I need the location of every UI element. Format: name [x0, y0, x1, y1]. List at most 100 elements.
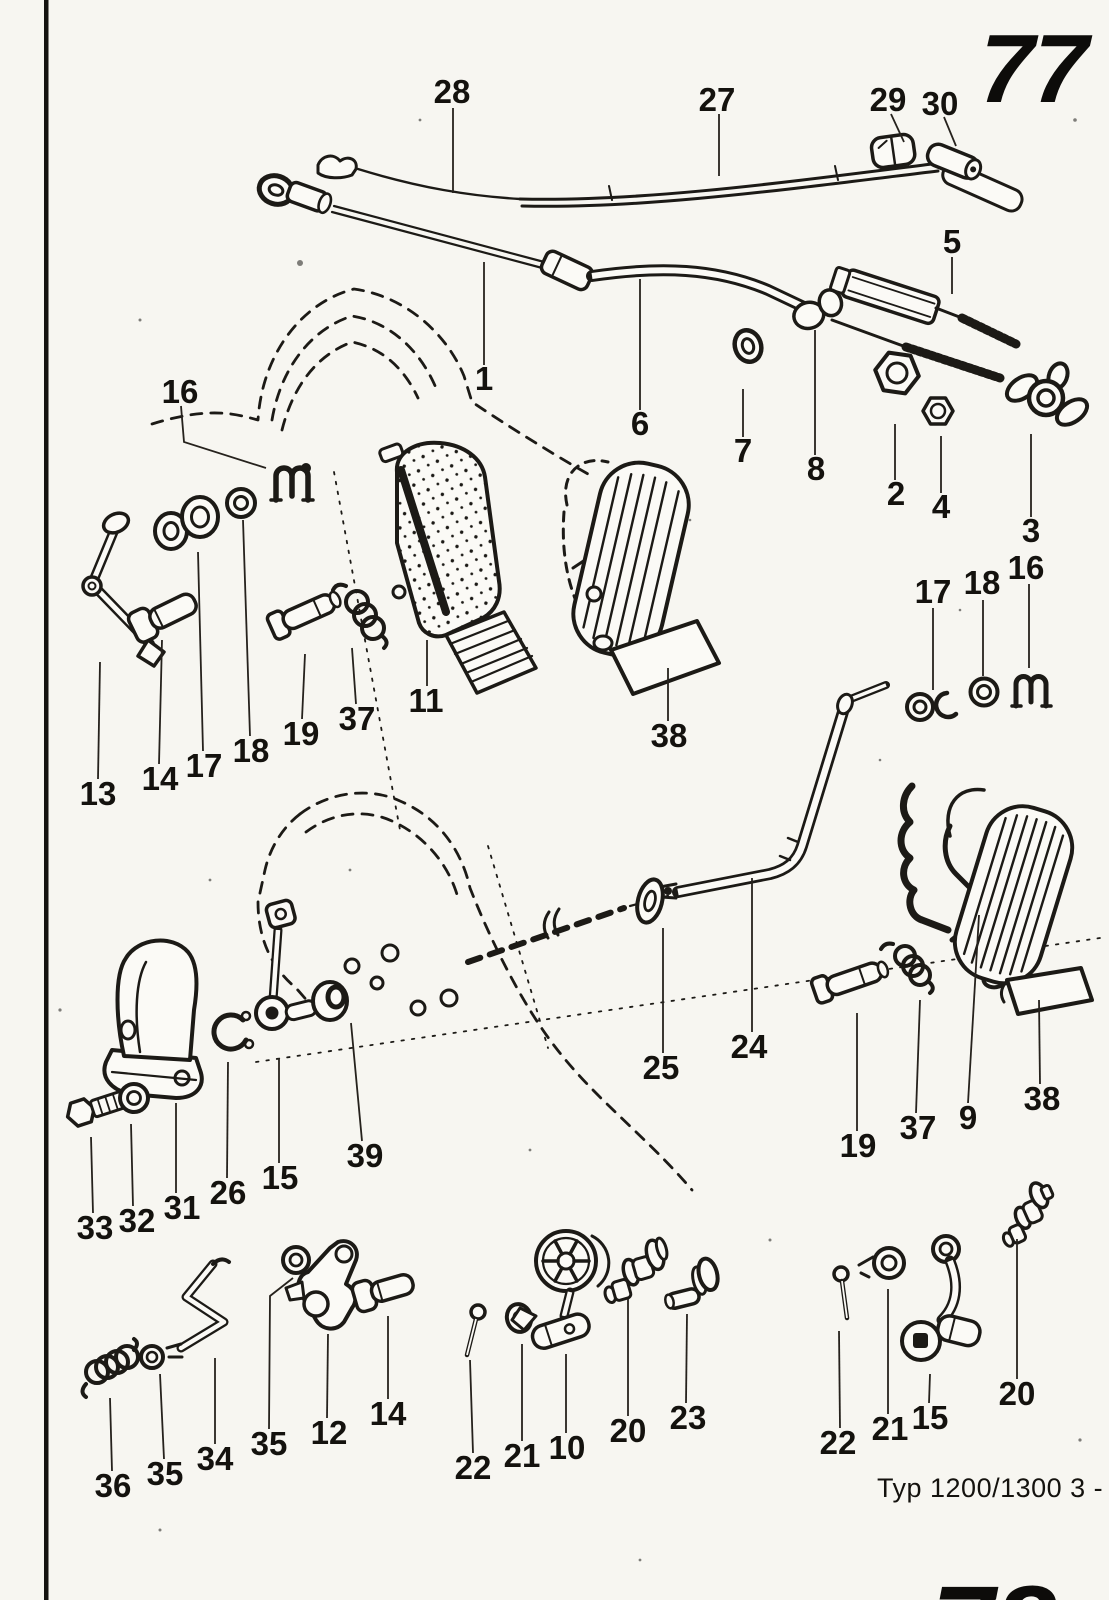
callout-9: 9: [959, 914, 980, 1136]
frame-lever-15-left: [254, 898, 318, 1031]
sleeve-30: [925, 142, 983, 181]
callout-leader-line: [242, 519, 251, 737]
washer-32: [118, 1082, 150, 1114]
callout-label: 33: [77, 1209, 114, 1246]
callout-37: 37: [900, 999, 936, 1146]
wing-nut-3: [1004, 361, 1090, 427]
callout-26: 26: [210, 1061, 247, 1211]
throttle-cable-lower: [256, 173, 1005, 383]
callout-31: 31: [164, 1103, 200, 1226]
callout-label: 25: [643, 1049, 680, 1086]
callout-label: 3: [1022, 512, 1040, 549]
grommet-21-right: [857, 1246, 906, 1280]
pedal-38-upper: [561, 459, 721, 696]
callout-leader-line: [97, 661, 101, 780]
callout-12: 12: [311, 1333, 347, 1451]
spring-37-left: [331, 582, 389, 650]
circlip-26: [211, 1010, 255, 1052]
callout-leader-line: [838, 1330, 841, 1429]
callout-label: 38: [651, 717, 688, 754]
callout-27: 27: [699, 81, 735, 176]
callout-35: 35: [147, 1373, 183, 1492]
next-page-number-partial: 78: [932, 1563, 1057, 1600]
callout-33: 33: [77, 1136, 114, 1246]
callout-label: 32: [119, 1202, 156, 1239]
washer-17-right: [905, 690, 959, 722]
clip-16-left: [269, 463, 315, 503]
callout-label: 19: [283, 715, 320, 752]
callout-29: 29: [870, 81, 906, 143]
lever-15-right: [900, 1234, 982, 1362]
callout-leader-line: [197, 551, 204, 752]
callout-19: 19: [283, 653, 320, 752]
bolt-14-bottom: [350, 1272, 415, 1314]
callout-label: 21: [872, 1410, 909, 1447]
callout-25: 25: [643, 928, 680, 1086]
callout-14: 14: [142, 639, 179, 797]
callout-label: 6: [631, 405, 649, 442]
callout-15: 15: [262, 1058, 298, 1196]
pin-19-right: [809, 960, 890, 1005]
callout-14: 14: [370, 1316, 407, 1432]
callout-39: 39: [347, 1022, 383, 1174]
callout-leader-line: [469, 1359, 474, 1454]
callout-label: 36: [95, 1467, 132, 1504]
callout-leader-line: [350, 1022, 363, 1142]
callout-36: 36: [95, 1397, 132, 1504]
bolt-23: [664, 1256, 720, 1310]
callout-leader-line: [109, 1397, 113, 1472]
callout-label: 2: [887, 475, 905, 512]
callout-label: 37: [339, 700, 376, 737]
callout-leader-line: [943, 116, 957, 147]
callout-label: 18: [964, 564, 1001, 601]
lever-12: [284, 1239, 359, 1331]
callout-38: 38: [651, 668, 688, 754]
page-number: 77: [978, 14, 1094, 123]
callout-leader-line: [130, 1123, 134, 1207]
cotter-pin-22-left: [464, 1303, 487, 1358]
callout-5: 5: [943, 223, 961, 294]
callout-label: 34: [197, 1440, 234, 1477]
callout-label: 21: [504, 1437, 541, 1474]
callout-label: 38: [1024, 1080, 1061, 1117]
callout-leader-line: [301, 653, 306, 720]
pedal-38-lower: [946, 787, 1094, 1016]
bushing-39: [311, 980, 349, 1022]
callout-8: 8: [807, 330, 825, 487]
washer-35-left: [139, 1344, 165, 1370]
callout-18: 18: [233, 519, 269, 769]
callout-20: 20: [999, 1239, 1036, 1412]
roller-10: [510, 1229, 611, 1351]
callout-10: 10: [549, 1354, 586, 1466]
bellcrank-24: [658, 681, 890, 900]
callout-17: 17: [915, 573, 951, 690]
callout-4: 4: [932, 436, 951, 525]
callout-leader-line: [180, 405, 267, 469]
callout-label: 22: [820, 1424, 857, 1461]
callout-label: 17: [186, 747, 223, 784]
scan-specks: [58, 118, 1082, 1562]
callout-17: 17: [186, 551, 223, 784]
spring-36: [80, 1337, 140, 1399]
callout-leader-line: [268, 1277, 294, 1430]
callout-label: 20: [999, 1375, 1036, 1412]
callout-label: 10: [549, 1429, 586, 1466]
callout-leader-line: [326, 1333, 329, 1419]
z-link-34: [165, 1257, 231, 1359]
nut-2: [873, 350, 921, 396]
callout-2: 2: [887, 424, 905, 512]
callout-label: 1: [475, 360, 493, 397]
chassis-outline-dashed: [150, 287, 1101, 1192]
callout-21: 21: [504, 1344, 541, 1474]
callout-label: 26: [210, 1174, 247, 1211]
callout-22: 22: [820, 1330, 857, 1461]
callout-24: 24: [731, 878, 768, 1065]
stop-bracket-31: [102, 938, 204, 1100]
callout-18: 18: [964, 564, 1001, 676]
clip-16-right: [1010, 674, 1053, 709]
callout-13: 13: [80, 661, 116, 812]
callout-35: 35: [251, 1277, 294, 1462]
